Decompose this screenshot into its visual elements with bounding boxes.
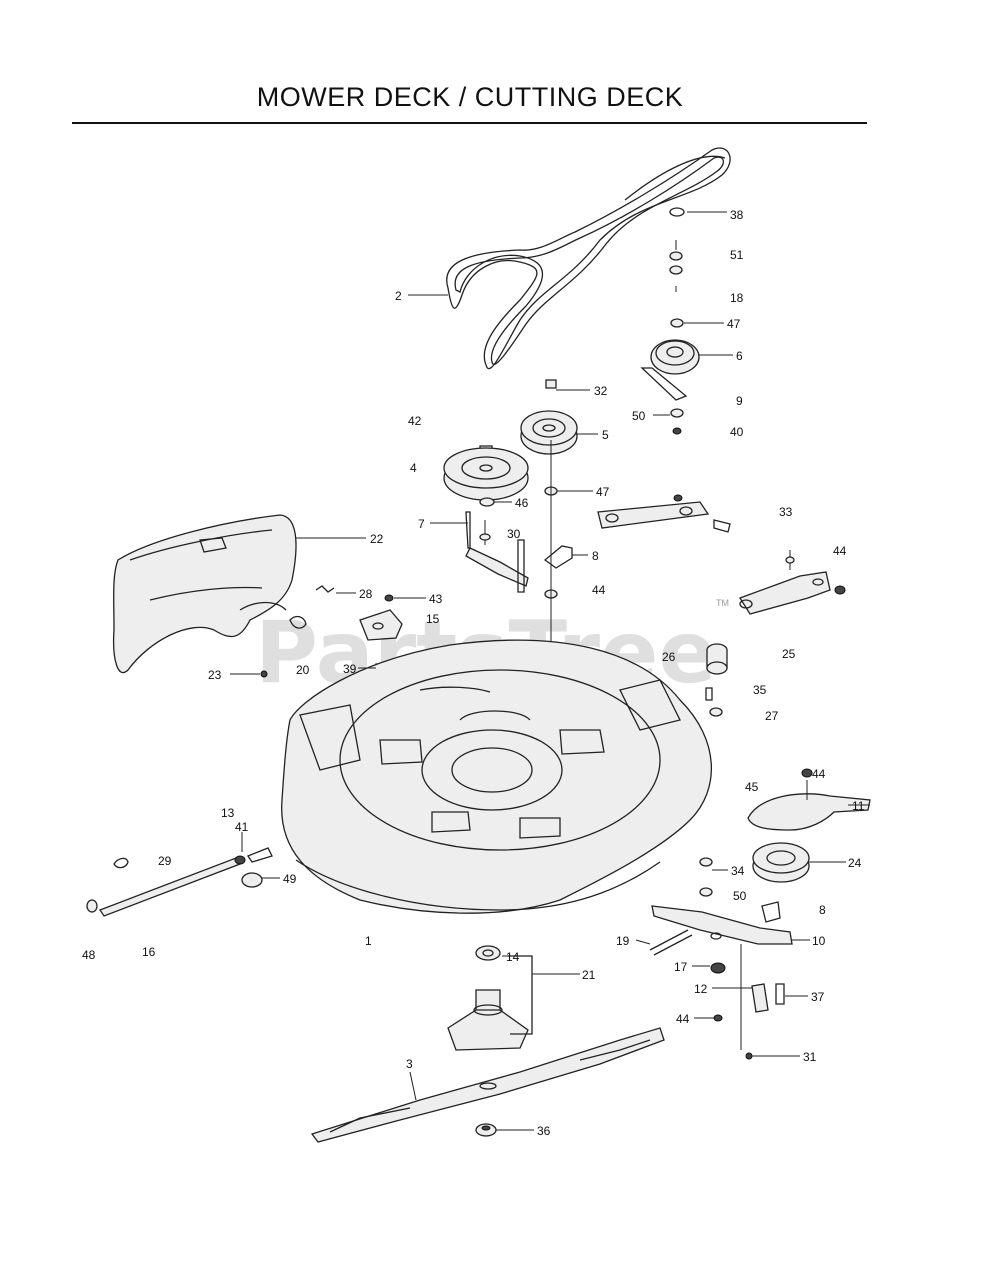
- callout-15[interactable]: 15: [426, 612, 440, 626]
- callout-31[interactable]: 31: [803, 1050, 817, 1064]
- callout-25[interactable]: 25: [782, 647, 796, 661]
- page-title: MOWER DECK / CUTTING DECK: [256, 82, 684, 112]
- callout-7[interactable]: 7: [418, 517, 425, 531]
- callout-39[interactable]: 39: [343, 662, 357, 676]
- part-idler-pulley-upper[interactable]: [640, 318, 700, 435]
- part-washer[interactable]: [699, 887, 713, 897]
- callout-14[interactable]: 14: [506, 950, 520, 964]
- part-spindle-assembly[interactable]: [447, 945, 529, 1051]
- callout-51[interactable]: 51: [730, 248, 744, 262]
- callout-18[interactable]: 18: [730, 291, 744, 305]
- part-bushing[interactable]: [710, 962, 726, 974]
- part-drive-pulley[interactable]: [443, 445, 529, 507]
- callout-2[interactable]: 2: [395, 289, 402, 303]
- callout-38[interactable]: 38: [730, 208, 744, 222]
- callout-20[interactable]: 20: [296, 663, 310, 677]
- callout-5[interactable]: 5: [602, 428, 609, 442]
- callout-50[interactable]: 50: [632, 409, 646, 423]
- part-idler-pulley-lower[interactable]: [752, 842, 810, 883]
- callout-13[interactable]: 13: [221, 806, 235, 820]
- callout-44[interactable]: 44: [676, 1012, 690, 1026]
- callout-9[interactable]: 9: [736, 394, 743, 408]
- callout-1[interactable]: 1: [365, 934, 372, 948]
- part-coil-spring[interactable]: [706, 643, 728, 675]
- part-blade-nut[interactable]: [475, 1123, 497, 1137]
- part-bolt[interactable]: [745, 1052, 753, 1060]
- callout-26[interactable]: 26: [662, 650, 676, 664]
- callout-44[interactable]: 44: [812, 767, 826, 781]
- part-bracket-small[interactable]: [359, 609, 403, 641]
- callout-43[interactable]: 43: [429, 592, 443, 606]
- watermark-trademark: TM: [716, 598, 729, 608]
- callout-17[interactable]: 17: [674, 960, 688, 974]
- callout-44[interactable]: 44: [592, 583, 606, 597]
- callout-8[interactable]: 8: [819, 903, 826, 917]
- callout-36[interactable]: 36: [537, 1124, 551, 1138]
- callout-28[interactable]: 28: [359, 587, 373, 601]
- part-spindle-pulley[interactable]: [520, 379, 578, 455]
- part-washer[interactable]: [699, 857, 713, 867]
- part-spring-extension[interactable]: [649, 929, 693, 956]
- part-clip[interactable]: [315, 585, 335, 593]
- callout-33[interactable]: 33: [779, 505, 793, 519]
- callout-4[interactable]: 4: [410, 461, 417, 475]
- callout-6[interactable]: 6: [736, 349, 743, 363]
- callout-24[interactable]: 24: [848, 856, 862, 870]
- part-mower-deck[interactable]: [281, 639, 713, 914]
- part-nut[interactable]: [713, 1014, 723, 1022]
- callout-49[interactable]: 49: [283, 872, 297, 886]
- part-blade[interactable]: [310, 1027, 665, 1143]
- callout-3[interactable]: 3: [406, 1057, 413, 1071]
- part-washer-stack[interactable]: [669, 240, 683, 292]
- title-rule: [72, 122, 867, 124]
- callout-22[interactable]: 22: [370, 532, 384, 546]
- part-bracket-plate[interactable]: [740, 944, 769, 1050]
- callout-48[interactable]: 48: [82, 948, 96, 962]
- callout-19[interactable]: 19: [616, 934, 630, 948]
- callout-23[interactable]: 23: [208, 668, 222, 682]
- callout-30[interactable]: 30: [507, 527, 521, 541]
- part-lift-rod[interactable]: [86, 847, 273, 917]
- part-pin[interactable]: [775, 983, 785, 1005]
- callout-40[interactable]: 40: [730, 425, 744, 439]
- part-spring[interactable]: [289, 615, 307, 629]
- callout-50[interactable]: 50: [733, 889, 747, 903]
- callout-47[interactable]: 47: [596, 485, 610, 499]
- callout-8[interactable]: 8: [592, 549, 599, 563]
- part-pin[interactable]: [260, 670, 268, 678]
- part-pivot-arm[interactable]: [739, 550, 846, 615]
- part-pulley-shield[interactable]: [747, 780, 871, 831]
- part-bolt[interactable]: [705, 687, 713, 701]
- callout-11[interactable]: 11: [852, 799, 865, 813]
- part-idler-arm[interactable]: [465, 511, 529, 593]
- callout-21[interactable]: 21: [582, 968, 596, 982]
- callout-44[interactable]: 44: [833, 544, 847, 558]
- callout-12[interactable]: 12: [694, 982, 708, 996]
- part-nut[interactable]: [384, 594, 394, 602]
- part-belt[interactable]: [446, 147, 731, 370]
- callout-32[interactable]: 32: [594, 384, 608, 398]
- part-belt-cover[interactable]: [112, 514, 297, 674]
- callout-10[interactable]: 10: [812, 934, 826, 948]
- part-nut[interactable]: [709, 707, 723, 717]
- callout-16[interactable]: 16: [142, 945, 156, 959]
- callout-47[interactable]: 47: [727, 317, 741, 331]
- part-cap[interactable]: [669, 207, 685, 217]
- part-tension-rod[interactable]: [597, 494, 731, 533]
- callout-27[interactable]: 27: [765, 709, 779, 723]
- part-idler-bracket[interactable]: [651, 901, 793, 945]
- callout-37[interactable]: 37: [811, 990, 825, 1004]
- callout-29[interactable]: 29: [158, 854, 172, 868]
- callout-46[interactable]: 46: [515, 496, 529, 510]
- callout-41[interactable]: 41: [235, 820, 249, 834]
- callout-42[interactable]: 42: [408, 414, 422, 428]
- callout-45[interactable]: 45: [745, 780, 759, 794]
- part-nut[interactable]: [801, 768, 813, 778]
- leader-lines: [230, 211, 870, 1131]
- callout-35[interactable]: 35: [753, 683, 767, 697]
- callout-34[interactable]: 34: [731, 864, 745, 878]
